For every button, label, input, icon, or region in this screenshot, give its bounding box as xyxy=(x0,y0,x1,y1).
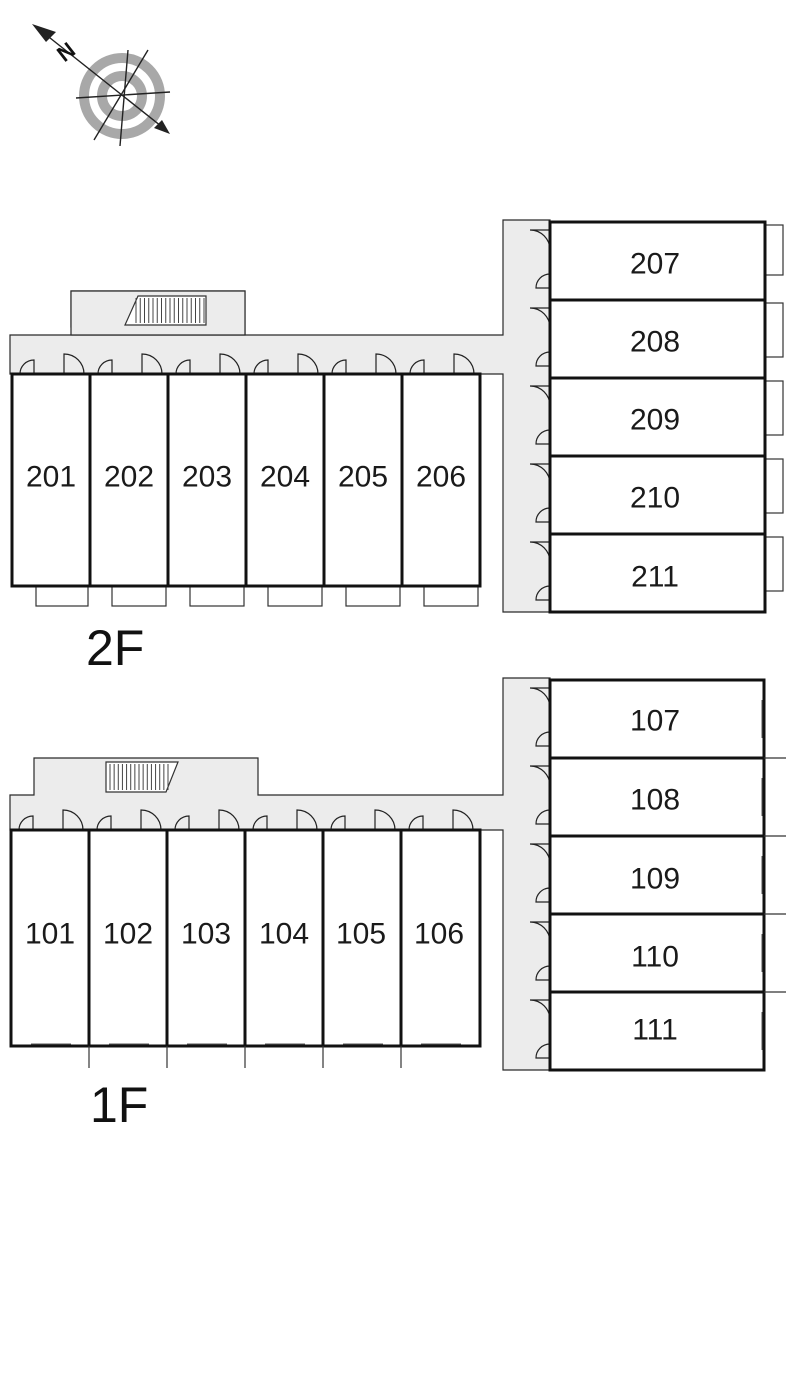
unit-label: 207 xyxy=(630,248,680,281)
floor-1f-plan: 101 102 103 104 105 106 107 xyxy=(9,677,786,1133)
door-icon xyxy=(331,359,347,375)
door-icon xyxy=(174,815,190,831)
unit-label: 209 xyxy=(630,404,680,437)
door-icon xyxy=(535,887,551,903)
unit-210: 210 xyxy=(548,454,784,536)
unit-105: 105 xyxy=(321,828,403,1048)
north-arrow-icon: N xyxy=(32,24,171,147)
door-icon xyxy=(18,815,34,831)
door-icon xyxy=(374,809,396,831)
door-icon xyxy=(62,809,84,831)
door-icon xyxy=(296,809,318,831)
floor-label-1f: 1F xyxy=(90,1077,148,1133)
unit-label: 102 xyxy=(103,918,153,951)
floor-2f-plan: 201 202 203 204 205 206 xyxy=(9,219,784,676)
door-icon xyxy=(535,731,551,747)
door-icon xyxy=(452,809,474,831)
unit-211: 211 xyxy=(548,532,784,614)
unit-202: 202 xyxy=(88,372,170,607)
unit-107: 107 xyxy=(548,678,766,760)
door-icon xyxy=(535,507,551,523)
unit-102: 102 xyxy=(87,828,169,1048)
unit-108: 108 xyxy=(548,756,766,838)
unit-201: 201 xyxy=(10,372,92,607)
unit-204: 204 xyxy=(244,372,326,607)
door-icon xyxy=(96,815,112,831)
door-icon xyxy=(535,965,551,981)
unit-103: 103 xyxy=(165,828,247,1048)
unit-label: 101 xyxy=(25,918,75,951)
unit-205: 205 xyxy=(322,372,404,607)
door-icon xyxy=(375,353,397,375)
unit-101: 101 xyxy=(9,828,91,1048)
door-icon xyxy=(175,359,191,375)
unit-label: 202 xyxy=(104,461,154,494)
unit-label: 201 xyxy=(26,461,76,494)
unit-label: 203 xyxy=(182,461,232,494)
door-icon xyxy=(535,809,551,825)
unit-label: 108 xyxy=(630,784,680,817)
door-icon xyxy=(535,1043,551,1059)
unit-label: 110 xyxy=(631,941,679,974)
unit-label: 210 xyxy=(630,482,680,515)
door-icon xyxy=(253,359,269,375)
unit-109: 109 xyxy=(548,834,766,916)
door-icon xyxy=(535,585,551,601)
unit-label: 205 xyxy=(338,461,388,494)
unit-209: 209 xyxy=(548,376,784,458)
door-icon xyxy=(140,809,162,831)
door-icon xyxy=(535,273,551,289)
unit-111: 111 xyxy=(548,990,766,1072)
unit-label: 103 xyxy=(181,918,231,951)
unit-label: 208 xyxy=(630,326,680,359)
unit-label: 109 xyxy=(630,863,680,896)
door-icon xyxy=(141,353,163,375)
unit-203: 203 xyxy=(166,372,248,607)
unit-label: 204 xyxy=(260,461,310,494)
door-icon xyxy=(63,353,85,375)
door-icon xyxy=(219,353,241,375)
unit-label: 111 xyxy=(632,1014,678,1047)
unit-106: 106 xyxy=(399,828,482,1048)
door-icon xyxy=(453,353,475,375)
door-icon xyxy=(409,359,425,375)
door-icon xyxy=(330,815,346,831)
unit-207: 207 xyxy=(548,220,784,302)
unit-label: 211 xyxy=(631,561,679,594)
unit-104: 104 xyxy=(243,828,325,1048)
unit-label: 105 xyxy=(336,918,386,951)
door-icon xyxy=(252,815,268,831)
door-icon xyxy=(218,809,240,831)
door-icon xyxy=(297,353,319,375)
stairs-1f xyxy=(105,761,179,793)
unit-label: 106 xyxy=(414,918,464,951)
door-icon xyxy=(535,351,551,367)
door-icon xyxy=(408,815,424,831)
door-icon xyxy=(535,429,551,445)
unit-206: 206 xyxy=(400,372,482,607)
door-icon xyxy=(19,359,35,375)
stairs-2f xyxy=(124,295,207,326)
unit-label: 104 xyxy=(259,918,309,951)
unit-110: 110 xyxy=(548,912,766,994)
floor-label-2f: 2F xyxy=(86,620,144,676)
door-icon xyxy=(97,359,113,375)
unit-label: 107 xyxy=(630,705,680,738)
unit-208: 208 xyxy=(548,298,784,380)
unit-label: 206 xyxy=(416,461,466,494)
compass-north-label: N xyxy=(52,37,80,66)
